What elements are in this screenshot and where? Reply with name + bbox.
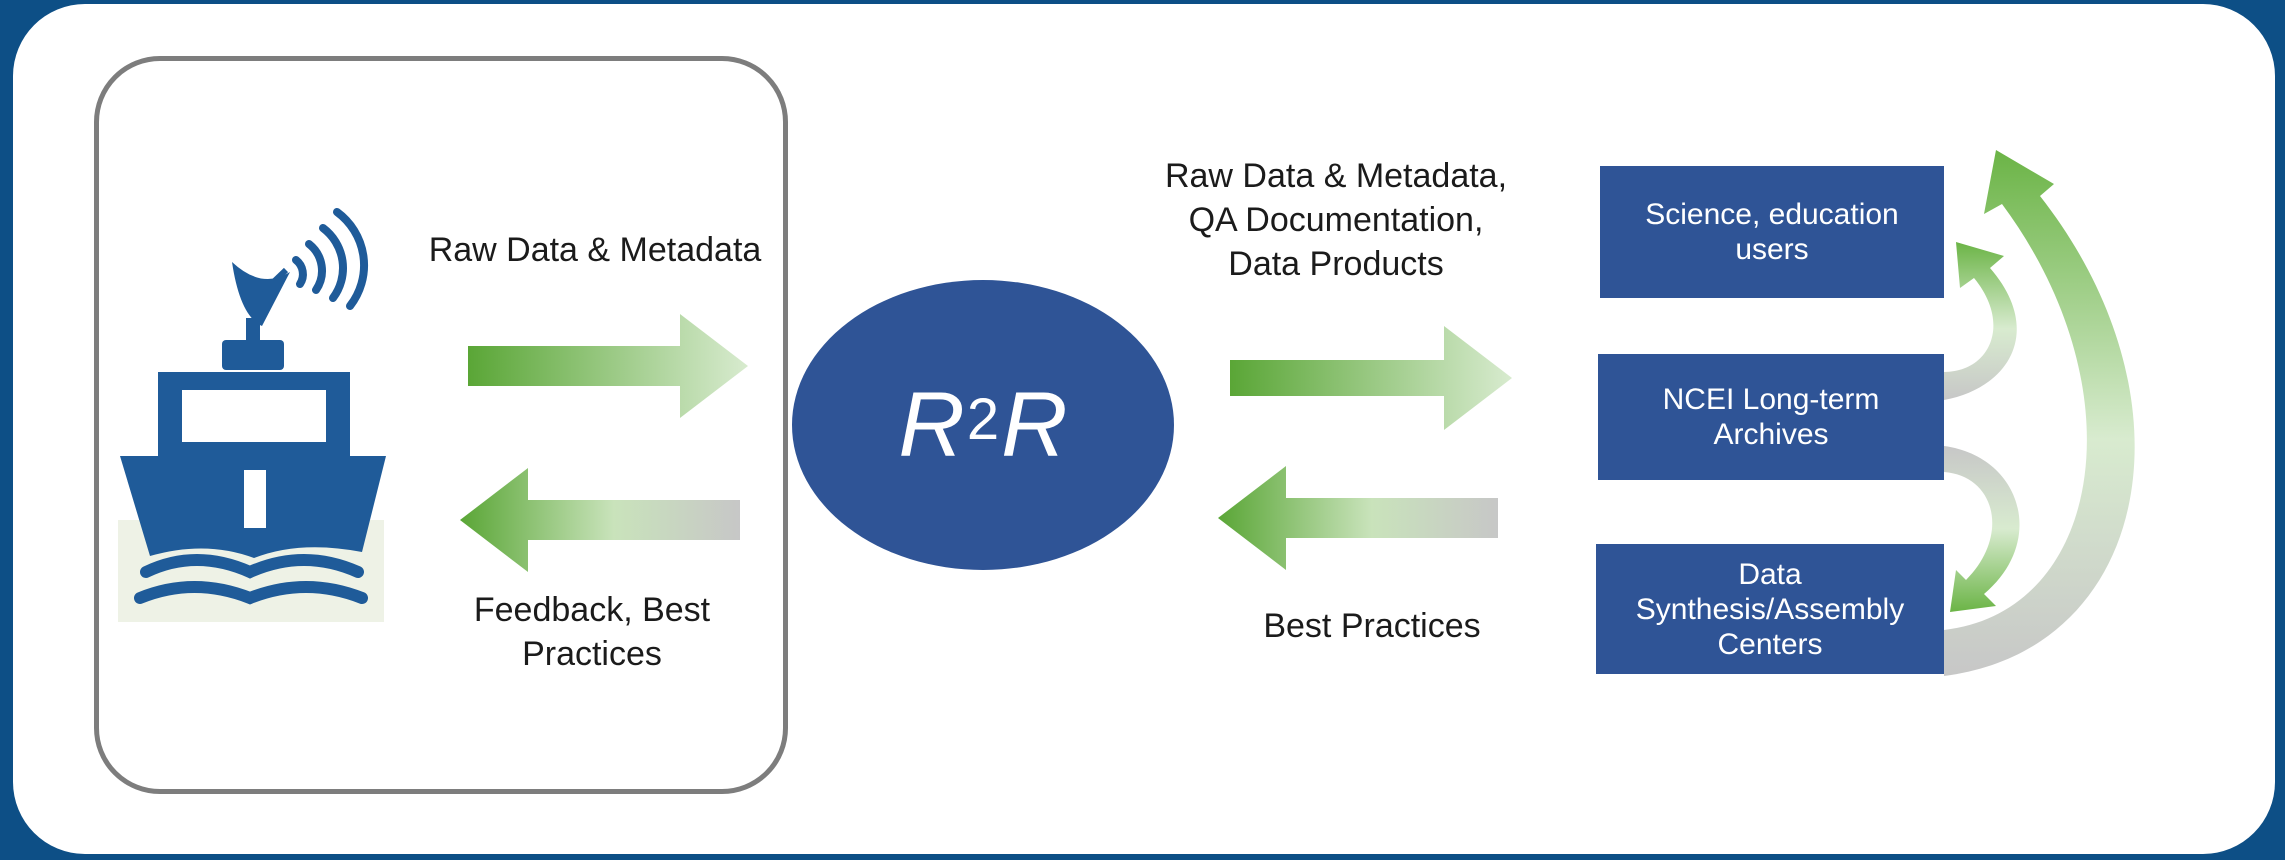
r2r-letter-2: R	[1001, 373, 1068, 476]
hull-stripe	[244, 470, 266, 528]
arrow-center-to-ship	[460, 468, 740, 572]
node-ncei-archives: NCEI Long-term Archives	[1598, 354, 1944, 480]
dish-feed	[260, 267, 289, 295]
radio-wave-3	[319, 224, 347, 302]
wave-2	[134, 581, 368, 605]
label-users-to-center: Best Practices	[1263, 607, 1481, 645]
bridge-window	[182, 390, 326, 442]
node-data-synthesis-centers: Data Synthesis/Assembly Centers	[1596, 544, 1944, 674]
radio-wave-2	[305, 240, 326, 294]
curved-arrow-archives-to-users	[1944, 242, 2017, 400]
node-science-education-users: Science, education users	[1600, 166, 1944, 298]
curved-arrow-synthesis-to-users	[1944, 150, 2135, 676]
wave-1	[140, 554, 364, 579]
satellite-dish	[232, 262, 290, 326]
arrow-users-to-center	[1218, 466, 1498, 570]
arrow-center-to-users	[1230, 326, 1512, 430]
dish-mast	[246, 318, 260, 344]
bridge-top	[222, 340, 284, 370]
radio-wave-4	[333, 208, 369, 310]
arrow-ship-to-center	[468, 314, 748, 418]
label-center-to-ship: Feedback, Best Practices	[473, 591, 711, 673]
radio-wave-1	[292, 256, 307, 288]
r2r-superscript: 2	[966, 386, 1000, 452]
research-vessel-icon	[118, 208, 386, 622]
label-center-to-users: Raw Data & Metadata, QA Documentation, D…	[1164, 157, 1508, 283]
r2r-letter-1: R	[898, 373, 965, 476]
curved-arrow-archives-to-synthesis	[1944, 446, 2020, 612]
vessel-panel	[94, 56, 788, 794]
label-ship-to-center: Raw Data & Metadata	[428, 231, 762, 269]
